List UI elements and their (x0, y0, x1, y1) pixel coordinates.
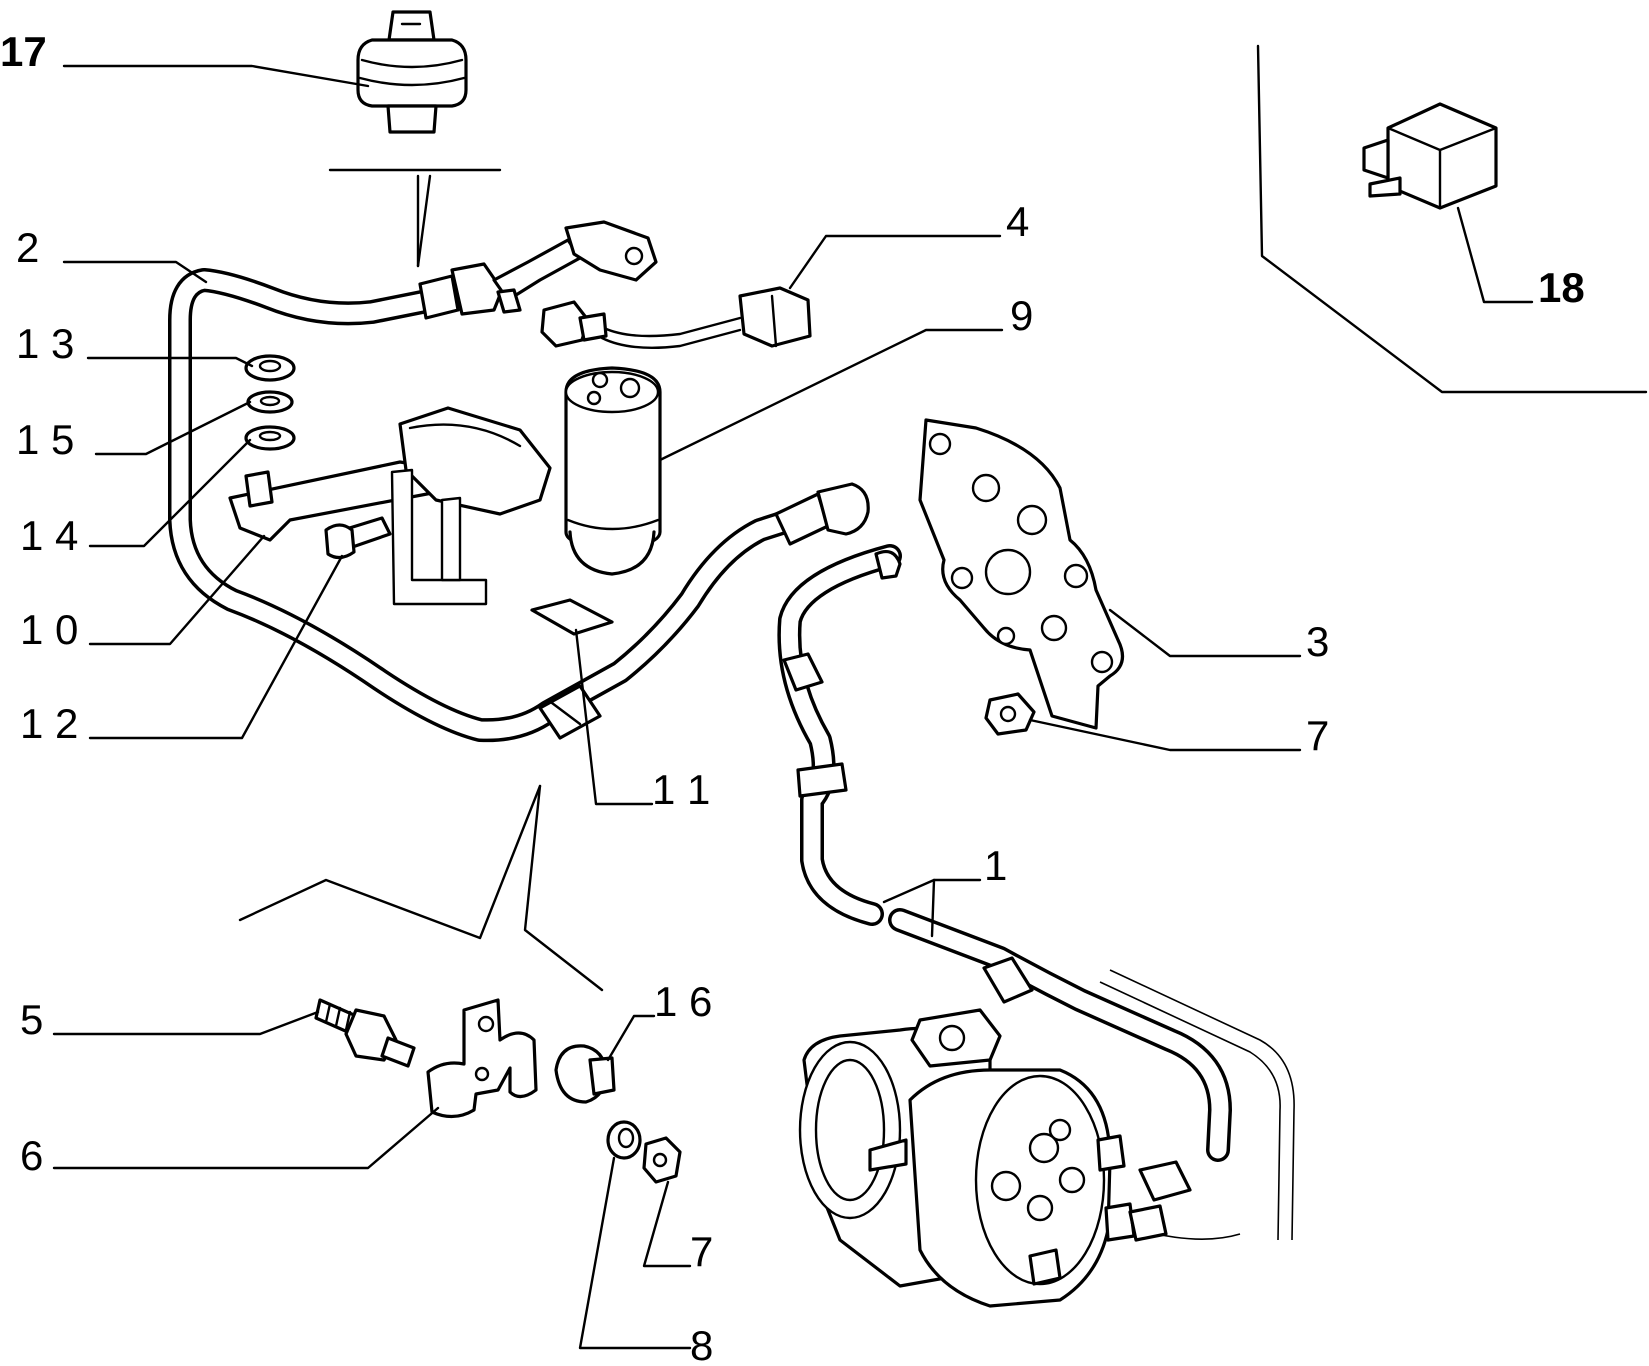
part-14-washer[interactable] (244, 425, 296, 451)
part-9-dehydrator-filter[interactable] (564, 366, 662, 576)
label-4: 4 (1006, 198, 1029, 245)
part-8-ring[interactable] (606, 1120, 642, 1160)
part-5-stud-bolt[interactable] (314, 998, 416, 1068)
label-1: 1 (984, 842, 1007, 889)
part-12-bolt[interactable] (324, 516, 392, 560)
part-13-nut[interactable] (244, 354, 296, 382)
label-3: 3 (1306, 618, 1329, 665)
leader-lines (52, 64, 1534, 1350)
part-10-bracket[interactable] (228, 406, 552, 606)
label-6: 6 (20, 1132, 43, 1179)
label-12: 1 2 (20, 700, 78, 747)
part-6-clamp[interactable] (426, 998, 538, 1119)
part-1-pipe[interactable] (777, 544, 1295, 1241)
label-7-bottom: 7 (690, 1228, 713, 1275)
label-11: 1 1 (652, 766, 710, 813)
label-10: 1 0 (20, 606, 78, 653)
label-14: 1 4 (20, 512, 78, 559)
part-15-washer[interactable] (246, 390, 294, 414)
compressor[interactable] (798, 1008, 1168, 1308)
label-9: 9 (1010, 292, 1033, 339)
label-18: 18 (1538, 264, 1585, 311)
part-11-pad[interactable] (530, 598, 614, 636)
part-labels: 17 2 1 3 1 5 1 4 1 0 1 2 1 1 4 9 18 3 7 … (0, 28, 1585, 1366)
label-2: 2 (16, 224, 39, 271)
label-15: 1 5 (16, 416, 74, 463)
part-7-nut-bottom[interactable] (642, 1136, 682, 1184)
part-16-cap[interactable] (554, 1044, 616, 1104)
label-5: 5 (20, 996, 43, 1043)
label-7-top: 7 (1306, 712, 1329, 759)
part-3-gasket-plate[interactable] (918, 418, 1125, 730)
label-17: 17 (0, 28, 47, 75)
label-16: 1 6 (654, 978, 712, 1025)
part-18-relay[interactable] (1362, 102, 1498, 210)
label-8: 8 (690, 1322, 713, 1366)
label-13: 1 3 (16, 320, 74, 367)
part-2-hose-loop[interactable] (168, 220, 870, 743)
part-7-nut-top[interactable] (984, 692, 1036, 736)
separator-lines (238, 44, 1648, 992)
part-17-pressure-switch[interactable] (356, 10, 468, 134)
part-4-wire-connector[interactable] (540, 286, 812, 349)
